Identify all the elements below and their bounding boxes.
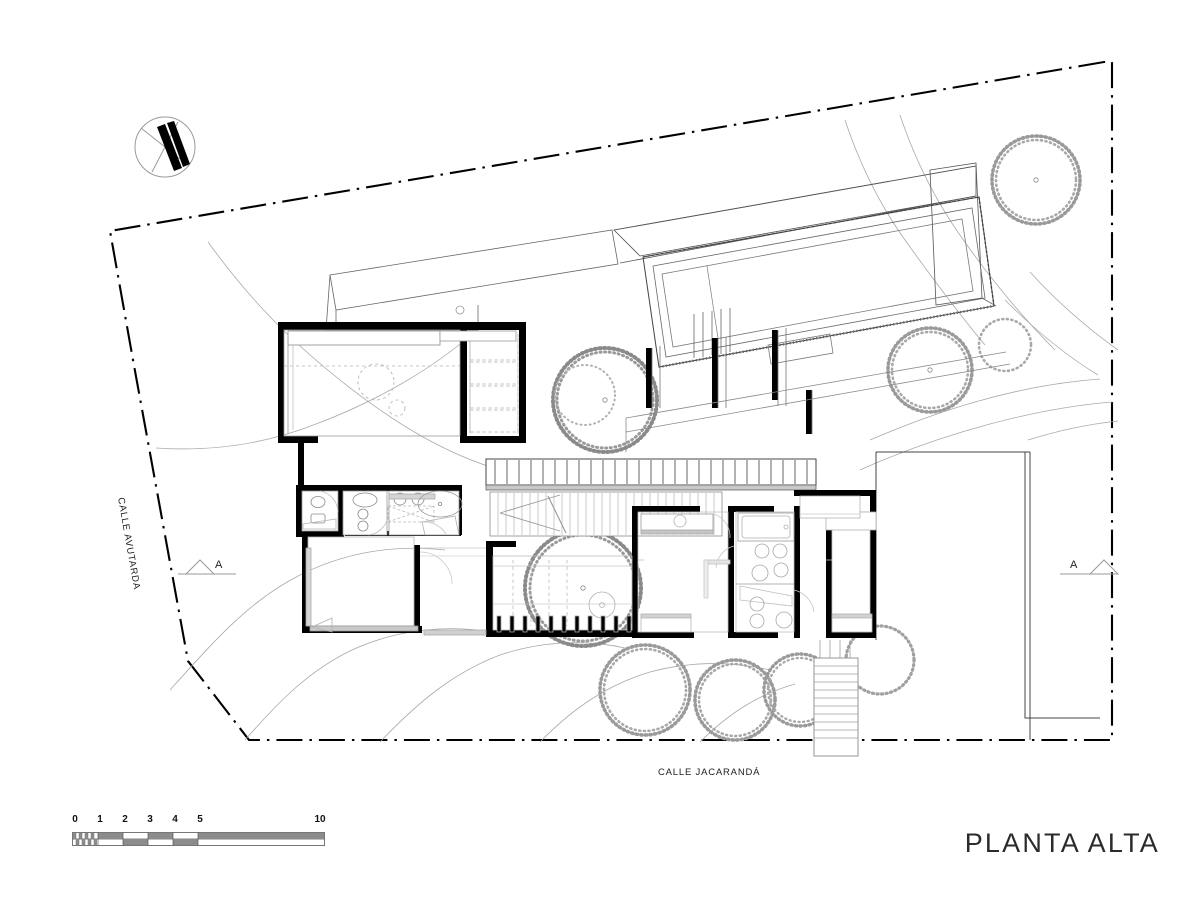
pool-steps: [693, 308, 731, 358]
building-walls: [278, 322, 876, 638]
street-label-bottom: CALLE JACARANDÁ: [658, 767, 760, 778]
upper-terrace-and-pool: [325, 162, 997, 369]
scale-tick: 0: [72, 814, 78, 825]
tree-icon: [693, 658, 777, 742]
garden-enclosure: [875, 451, 1100, 740]
north-arrow: [134, 116, 196, 178]
exterior-stair: [813, 640, 859, 757]
bedroom-right-one: [637, 511, 731, 633]
scale-tick: 3: [147, 814, 153, 825]
street-label-left: CALLE AVUTARDA: [115, 497, 142, 591]
bathroom-right: [703, 511, 815, 633]
tree-icon: [523, 528, 643, 648]
scale-bar-graphic: [72, 832, 325, 855]
scale-bar-svg: [72, 832, 325, 846]
section-marker-left: A: [178, 559, 236, 575]
scale-tick: 1: [97, 814, 103, 825]
page-title: PLANTA ALTA: [964, 828, 1160, 858]
tree-icon: [551, 346, 659, 454]
section-label-right: A: [1070, 559, 1078, 571]
north-needle: [157, 121, 190, 171]
scale-bar: 0 1 2 3 4 5 10: [72, 814, 332, 855]
section-label-left: A: [215, 559, 223, 571]
inner-wall-lines: [283, 305, 519, 437]
site-boundary: [108, 60, 1114, 742]
section-marker-right: A: [1060, 559, 1120, 575]
tree-icon: [886, 326, 974, 414]
scale-tick-labels: 0 1 2 3 4 5 10: [72, 814, 332, 829]
tree-icon: [554, 364, 616, 426]
bedroom-right-two: [799, 495, 877, 633]
upper-corridor-lines: [625, 328, 1011, 452]
centre-room: [492, 555, 633, 633]
scale-tick: 5: [197, 814, 203, 825]
upper-corridor-walls: [646, 330, 812, 434]
tree-icon: [598, 643, 692, 737]
scale-tick: 4: [172, 814, 178, 825]
scale-tick: 2: [122, 814, 128, 825]
terrain-contours: [155, 114, 1119, 743]
bathroom-fixtures-left: [301, 490, 463, 536]
tree-icon: [990, 134, 1082, 226]
pergola-strip: [485, 458, 817, 491]
left-lower-room: [305, 536, 487, 636]
tree-icon: [977, 317, 1033, 373]
scale-tick: 10: [314, 814, 326, 825]
